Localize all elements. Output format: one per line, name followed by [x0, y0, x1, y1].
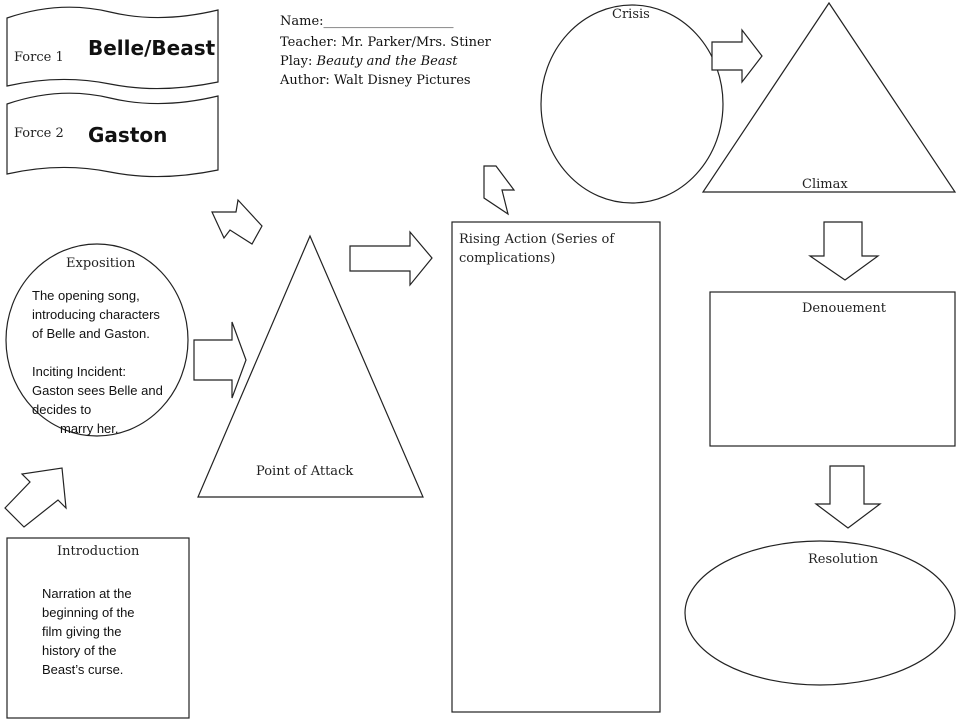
force-1-banner — [6, 6, 219, 90]
play-label: Play: — [280, 54, 317, 69]
force-2-value: Gaston — [88, 123, 168, 147]
exposition-title: Exposition — [66, 256, 136, 271]
crisis-circle — [540, 4, 724, 204]
rising-action-box — [451, 221, 661, 713]
resolution-title: Resolution — [808, 552, 879, 567]
inciting-incident-tail: marry her. — [60, 421, 119, 436]
arrow-denouement-to-resolution — [814, 465, 882, 529]
arrow-crisis-to-climax — [711, 28, 763, 84]
play-line: Play: Beauty and the Beast — [280, 54, 457, 69]
arrow-exposition-to-forces — [211, 198, 263, 245]
rising-action-title: Rising Action (Series of complications) — [459, 232, 615, 266]
point-of-attack-triangle — [197, 234, 424, 498]
climax-triangle — [701, 1, 957, 193]
resolution-ellipse — [684, 540, 956, 686]
arrow-attack-to-rising — [349, 230, 433, 287]
arrow-exposition-to-attack — [193, 321, 247, 399]
play-title: Beauty and the Beast — [316, 54, 458, 69]
denouement-box — [709, 291, 956, 447]
force-2-label: Force 2 — [14, 126, 64, 141]
force-1-value: Belle/Beast — [88, 36, 216, 60]
force-1-label: Force 1 — [14, 50, 64, 65]
teacher-line: Teacher: Mr. Parker/Mrs. Stiner — [280, 35, 491, 50]
introduction-text: Narration at the beginning of the film g… — [42, 586, 135, 677]
name-field: Name:____________________ — [280, 14, 454, 29]
exposition-circle — [5, 243, 189, 437]
arrow-climax-to-denouement — [808, 221, 880, 281]
denouement-title: Denouement — [802, 301, 886, 316]
author-line: Author: Walt Disney Pictures — [280, 73, 471, 88]
inciting-incident-text: Inciting Incident: Gaston sees Belle and… — [32, 364, 163, 417]
arrow-intro-to-exposition — [4, 467, 67, 528]
introduction-box — [6, 537, 190, 719]
exposition-text: The opening song, introducing characters… — [32, 288, 160, 341]
point-of-attack-title: Point of Attack — [256, 464, 354, 479]
introduction-title: Introduction — [57, 544, 140, 559]
arrow-rising-to-crisis — [483, 165, 516, 216]
force-2-banner — [6, 92, 219, 178]
climax-title: Climax — [802, 177, 848, 192]
crisis-title: Crisis — [612, 7, 650, 22]
